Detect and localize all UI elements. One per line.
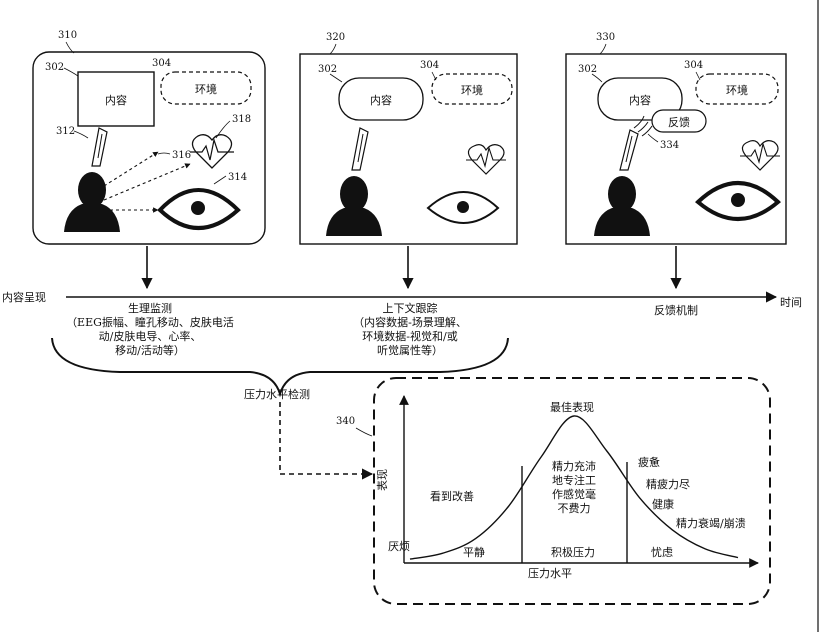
panel-1-frame (32, 51, 266, 245)
stage-1-title: 生理监测 (128, 301, 172, 315)
zone-eustress: 积极压力 (551, 545, 595, 559)
signal-arrows-ref: 316 (172, 150, 191, 161)
content-bubble (338, 77, 424, 121)
zone-calm: 平静 (463, 545, 485, 559)
content-box (77, 71, 155, 127)
chart-ref: 340 (336, 416, 355, 427)
content-ref: 302 (45, 62, 64, 73)
stage-2-line-1: （内容数据-场景理解、 (353, 315, 467, 329)
panel-2-ref: 320 (326, 32, 345, 43)
timeline-start-label: 内容呈现 (2, 290, 46, 304)
annotation-burnout: 精力衰竭/崩溃 (676, 516, 746, 530)
panel-3: 330 302 内容 304 环境 反馈 334 (565, 32, 787, 245)
feedback-bubble (651, 109, 707, 133)
heart-ref: 318 (232, 114, 251, 125)
chart-y-label: 表现 (375, 469, 389, 491)
stage-physiological-monitoring: 生理监测 （EEG振幅、瞳孔移动、皮肤电活 动/皮肤电导、心率、 移动/活动等） (66, 301, 234, 357)
environment-box (160, 71, 252, 105)
annotation-flow-1: 精力充沛 (552, 459, 596, 473)
annotation-health: 健康 (652, 497, 674, 511)
content-label: 内容 (629, 93, 651, 107)
content-bubble (597, 77, 683, 121)
stress-detection-label: 压力水平检测 (244, 387, 310, 401)
content-ref: 302 (318, 64, 337, 75)
environment-ref: 304 (420, 60, 439, 71)
environment-label: 环境 (461, 83, 483, 97)
heart-rate-icon (466, 144, 506, 175)
panel-3-ref: 330 (596, 32, 615, 43)
detection-connector (279, 402, 374, 480)
eye-icon (695, 181, 781, 221)
stage-context-tracking: 上下文跟踪 （内容数据-场景理解、 环境数据-视觉和/或 听觉属性等） (353, 301, 467, 357)
feedback-ref: 334 (660, 140, 679, 151)
performance-curve (409, 415, 739, 560)
panel-3-frame (565, 53, 787, 245)
heart-rate-icon (190, 134, 234, 169)
eye-icon (426, 191, 500, 224)
environment-box (695, 73, 779, 105)
stage-2-line-3: 听觉属性等） (377, 343, 443, 357)
user-head-icon (326, 176, 382, 236)
performance-stress-chart: 表现 压力水平 最佳表现 平静 积极压力 忧虑 厌烦 看到改善 精力充沛 地专注… (375, 395, 759, 580)
heart-rate-icon (740, 140, 780, 171)
grouping-brace (51, 337, 509, 398)
panel-2-frame (299, 53, 518, 245)
annotation-fatigue: 疲惫 (638, 455, 660, 469)
content-ref: 302 (578, 64, 597, 75)
stage-3-title: 反馈机制 (654, 303, 698, 317)
content-label: 内容 (105, 93, 127, 107)
panel-2: 320 302 内容 304 环境 (299, 32, 518, 245)
stage-1-line-3: 移动/活动等） (115, 343, 185, 357)
annotation-exhausted: 精疲力尽 (646, 477, 690, 491)
user-head-icon (594, 176, 650, 236)
timeline-end-label: 时间 (780, 296, 802, 309)
stage-2-title: 上下文跟踪 (383, 301, 438, 315)
environment-ref: 304 (684, 60, 703, 71)
annotation-bored: 厌烦 (388, 540, 410, 553)
panel-1-ref: 310 (58, 30, 77, 41)
annotation-improving: 看到改善 (430, 489, 474, 503)
annotation-flow-2: 地专注工 (552, 473, 596, 487)
annotation-flow-4: 不费力 (558, 502, 591, 515)
stage-2-line-2: 环境数据-视觉和/或 (362, 329, 457, 343)
environment-label: 环境 (726, 83, 748, 97)
sensor-ref: 312 (56, 126, 75, 137)
panel-1: 310 302 内容 304 环境 312 316 318 (32, 30, 266, 245)
eye-icon (157, 188, 241, 230)
chart-title: 最佳表现 (550, 400, 594, 414)
chart-frame (373, 377, 771, 605)
eye-ref: 314 (228, 172, 247, 183)
user-head-icon (64, 172, 120, 232)
feedback-label: 反馈 (668, 116, 690, 129)
environment-ref: 304 (152, 58, 171, 69)
stage-1-line-2: 动/皮肤电导、心率、 (99, 329, 202, 343)
stage-1-line-1: （EEG振幅、瞳孔移动、皮肤电活 (66, 315, 234, 329)
annotation-flow-3: 作感觉毫 (552, 487, 596, 501)
content-label: 内容 (370, 93, 392, 107)
environment-label: 环境 (195, 82, 217, 96)
chart-x-label: 压力水平 (528, 567, 572, 580)
zone-distress: 忧虑 (651, 545, 673, 559)
